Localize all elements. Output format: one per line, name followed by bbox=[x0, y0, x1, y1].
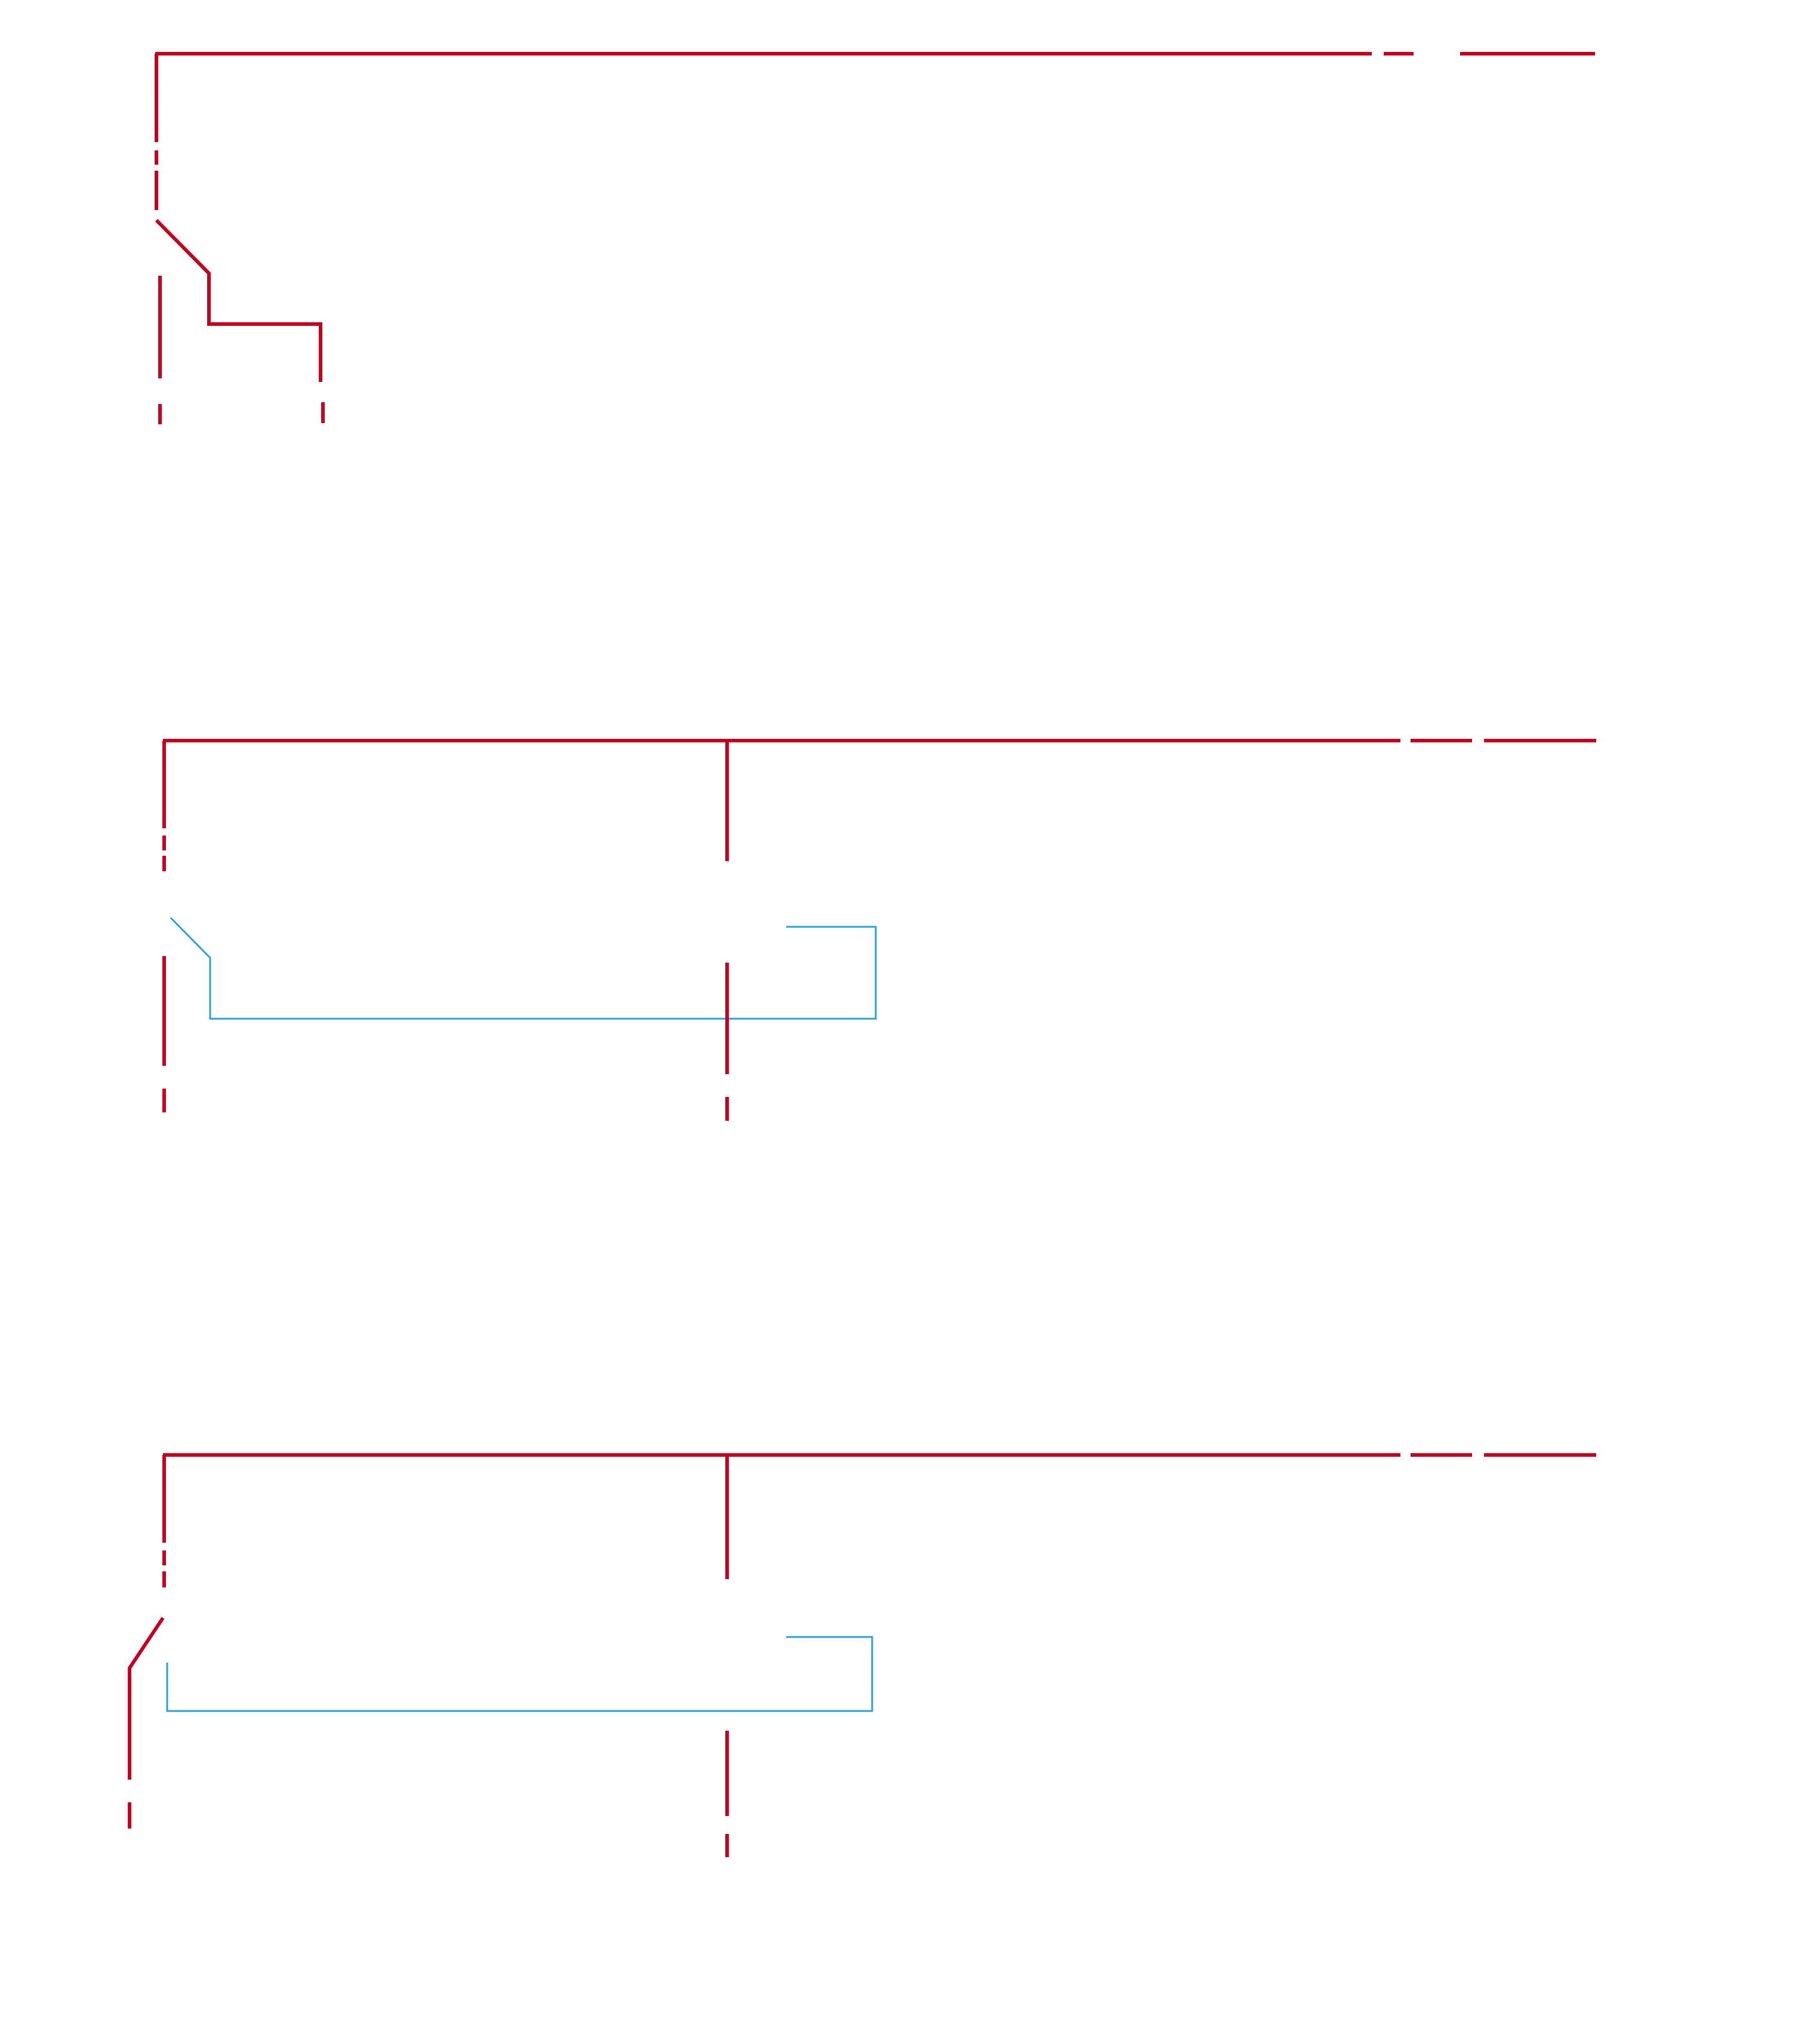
d3-sloped-wall bbox=[128, 1617, 165, 1780]
d1-flashing-profile bbox=[155, 218, 322, 382]
d2-blue-profile bbox=[170, 917, 877, 1020]
d3-blue-profile bbox=[166, 1636, 873, 1712]
